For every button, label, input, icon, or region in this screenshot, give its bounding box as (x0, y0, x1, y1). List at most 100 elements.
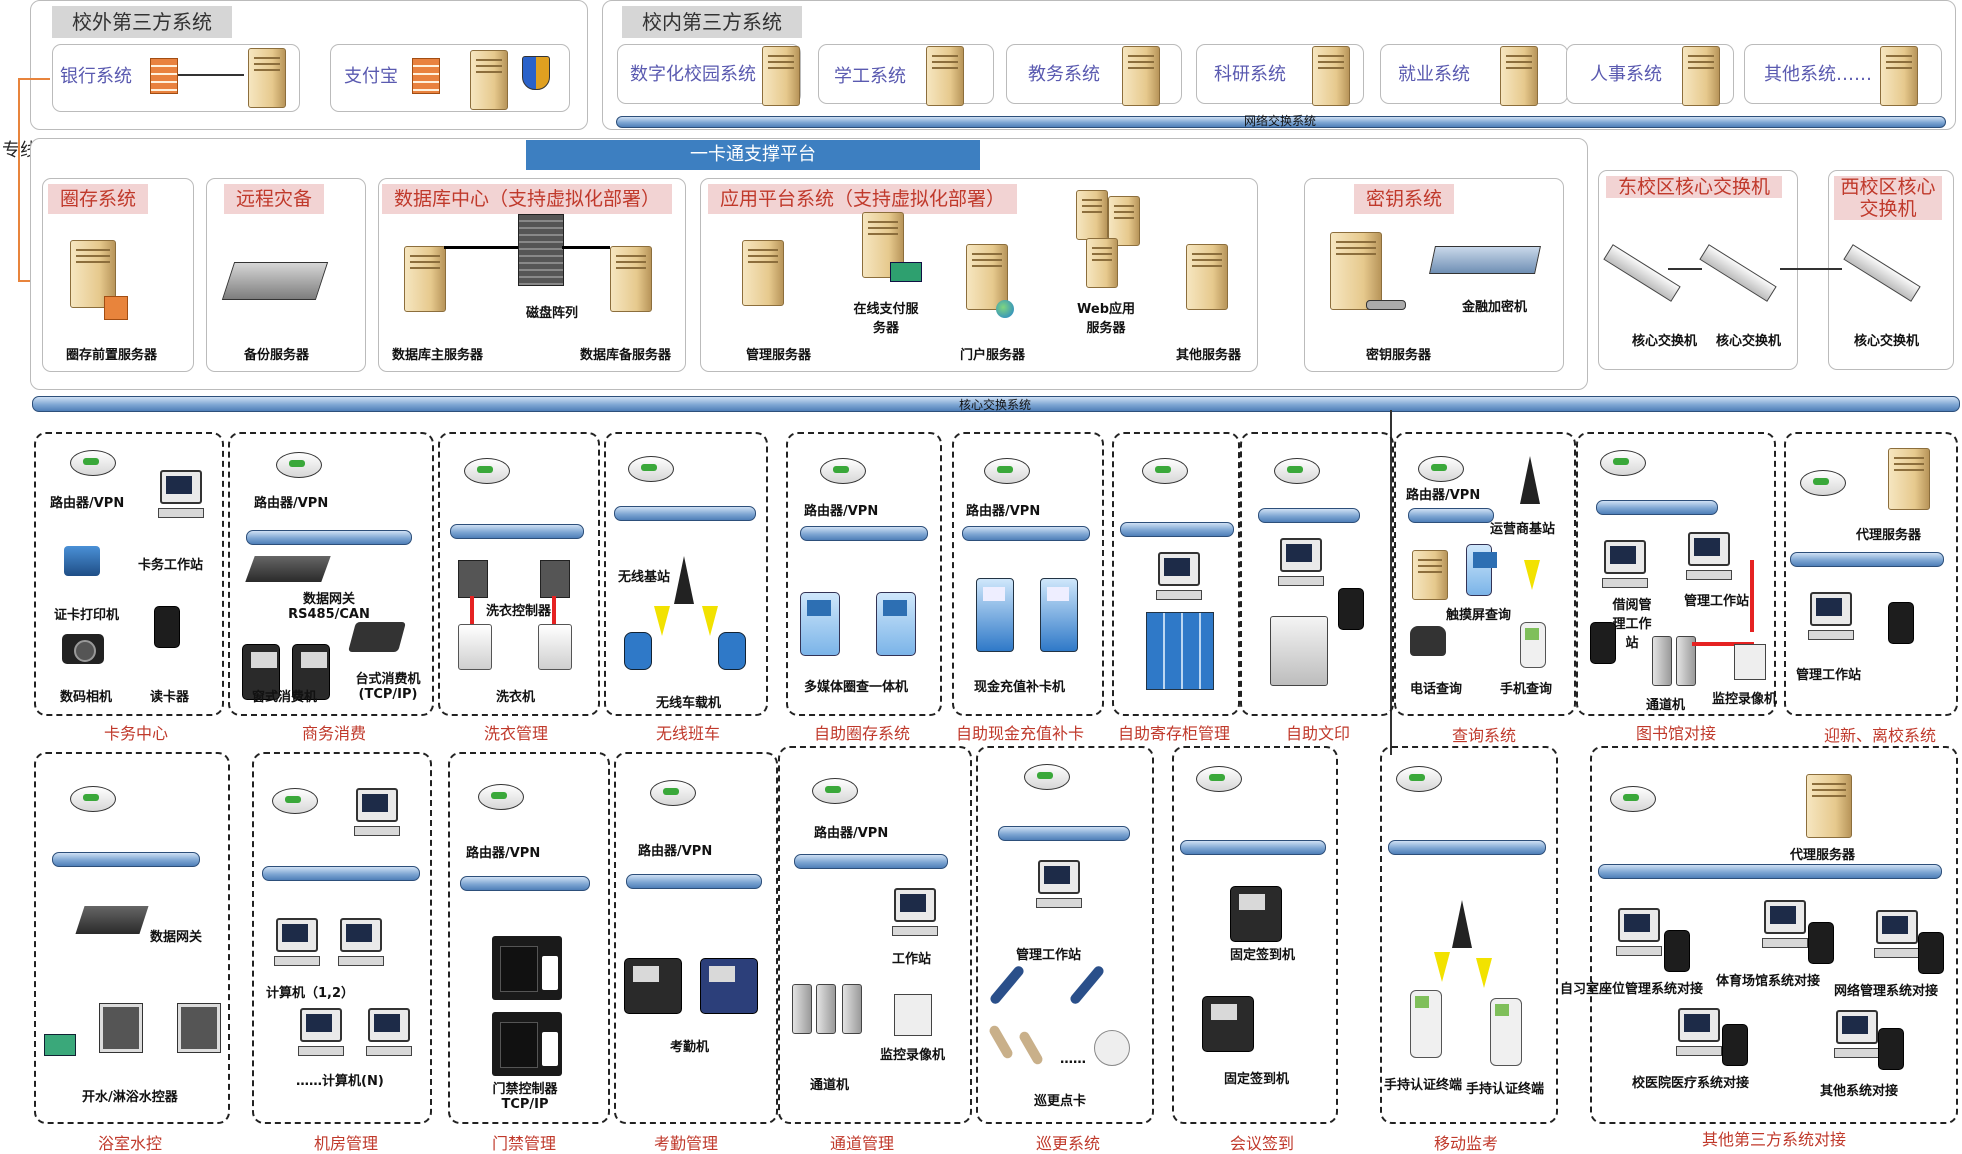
subsystem-box[interactable] (1394, 432, 1576, 716)
router-icon (1800, 470, 1846, 496)
device-label: 计算机（1,2） (266, 986, 355, 1001)
network-bus (626, 874, 762, 889)
subsystem-box[interactable] (1380, 746, 1558, 1124)
subsystem-box[interactable] (614, 752, 778, 1124)
card-reader-icon (1808, 922, 1834, 964)
card-reader-icon (1590, 622, 1616, 664)
section-title: 远程灾备 (224, 184, 325, 214)
network-bus (614, 506, 756, 521)
workstation-icon (1602, 540, 1648, 588)
server-label: 金融加密机 (1462, 300, 1528, 315)
portal-server-icon (966, 244, 1008, 310)
device-label: 代理服务器 (1790, 848, 1856, 863)
device-label: 管理工作站 (1684, 594, 1750, 609)
self-service-kiosk-icon (876, 592, 916, 656)
wireless-signal-icon (1476, 958, 1492, 988)
access-controller-icon (492, 936, 562, 1000)
internal-system-box[interactable] (818, 44, 994, 104)
document-icon (104, 296, 128, 320)
telephone-icon (1410, 626, 1446, 656)
cash-recharge-machine-icon (1040, 578, 1078, 652)
workstation-icon (1156, 552, 1202, 600)
dedicated-line (18, 78, 50, 80)
subsystem-box[interactable] (1576, 432, 1776, 716)
server-label: 圈存前置服务器 (66, 348, 158, 363)
subsystem-box[interactable] (1172, 746, 1338, 1124)
gate-machine-icon (842, 984, 862, 1034)
device-label: 路由器/VPN (966, 504, 1041, 519)
alipay-system-label: 支付宝 (344, 66, 398, 87)
server-label: 数据库主服务器 (392, 348, 484, 363)
subsystem-box[interactable] (952, 432, 1104, 716)
subsystem-caption: 洗衣管理 (483, 724, 549, 743)
device-label: 固定签到机 (1230, 948, 1296, 963)
subsystem-caption: 自助现金充值补卡 (955, 724, 1085, 743)
router-icon (70, 786, 116, 812)
server-icon (1122, 46, 1160, 106)
server-label: Web应用服务器 (1077, 302, 1135, 336)
device-label: 固定签到机 (1224, 1072, 1290, 1087)
server-label: 管理服务器 (746, 348, 812, 363)
carrier-tower-icon (1520, 456, 1540, 504)
core-switch-bus (32, 396, 1960, 412)
subsystem-box[interactable] (786, 432, 942, 716)
server-icon (248, 48, 286, 108)
network-bus (1120, 522, 1234, 537)
water-controller-icon (177, 1003, 221, 1053)
device-label: 通道机 (810, 1078, 850, 1093)
network-bus (1408, 508, 1494, 523)
subsystem-box[interactable] (438, 432, 600, 716)
globe-icon (996, 300, 1014, 318)
device-label: 手持认证终端 (1384, 1078, 1463, 1093)
subsystem-box[interactable] (228, 432, 434, 716)
network-bus (1180, 840, 1326, 855)
platform-title: 一卡通支撑平台 (526, 140, 980, 170)
security-shield-icon (522, 56, 550, 90)
wireless-signal-icon (654, 606, 670, 636)
firewall-icon (412, 58, 440, 94)
device-label: 卡务工作站 (138, 558, 204, 573)
data-gateway-icon (75, 906, 149, 934)
device-label: 运营商基站 (1490, 522, 1556, 537)
subsystem-box[interactable] (1590, 746, 1958, 1124)
subsystem-box[interactable] (778, 746, 972, 1124)
subsystem-box[interactable] (34, 752, 230, 1124)
internal-system-label: 就业系统 (1398, 64, 1470, 85)
internal-system-label: 教务系统 (1028, 64, 1100, 85)
gate-machine-icon (816, 984, 836, 1034)
copier-icon (1270, 616, 1328, 686)
handheld-terminal-icon (1490, 998, 1522, 1066)
washing-machine-icon (458, 624, 492, 670)
subsystem-box[interactable] (252, 752, 432, 1124)
disk-array-label: 磁盘阵列 (526, 306, 579, 321)
router-icon (464, 458, 510, 484)
subsystem-caption: 查询系统 (1451, 726, 1517, 745)
device-label: 自习室座位管理系统对接 (1560, 982, 1704, 997)
subsystem-caption: 门禁管理 (491, 1134, 557, 1153)
device-label: 路由器/VPN (50, 496, 125, 511)
subsystem-box[interactable] (34, 432, 224, 716)
connector-line (552, 596, 556, 624)
connector-line (562, 246, 610, 249)
subsystem-box[interactable] (1240, 432, 1394, 716)
device-label: 电话查询 (1410, 682, 1463, 697)
subsystem-box[interactable] (448, 752, 610, 1124)
switch-label: 核心交换机 (1854, 334, 1920, 349)
subsystem-caption: 会议签到 (1229, 1134, 1295, 1153)
router-icon (1024, 764, 1070, 790)
wireless-signal-icon (1524, 560, 1540, 590)
subsystem-caption: 机房管理 (313, 1134, 379, 1153)
subsystem-box[interactable] (604, 432, 768, 716)
card-reader-icon (1888, 602, 1914, 644)
network-switch-bus (616, 116, 1946, 128)
attendance-machine-icon (700, 958, 758, 1014)
internal-system-label: 学工系统 (834, 66, 906, 87)
subsystem-box[interactable] (976, 746, 1154, 1124)
card-reader-icon (1722, 1024, 1748, 1066)
device-label: 台式消费机 (TCP/IP) (355, 672, 421, 702)
subsystem-box[interactable] (1784, 432, 1958, 716)
router-icon (812, 778, 858, 804)
water-controller-icon (99, 1003, 143, 1053)
subsystem-caption: 浴室水控 (97, 1134, 163, 1153)
subsystem-box[interactable] (1112, 432, 1240, 716)
